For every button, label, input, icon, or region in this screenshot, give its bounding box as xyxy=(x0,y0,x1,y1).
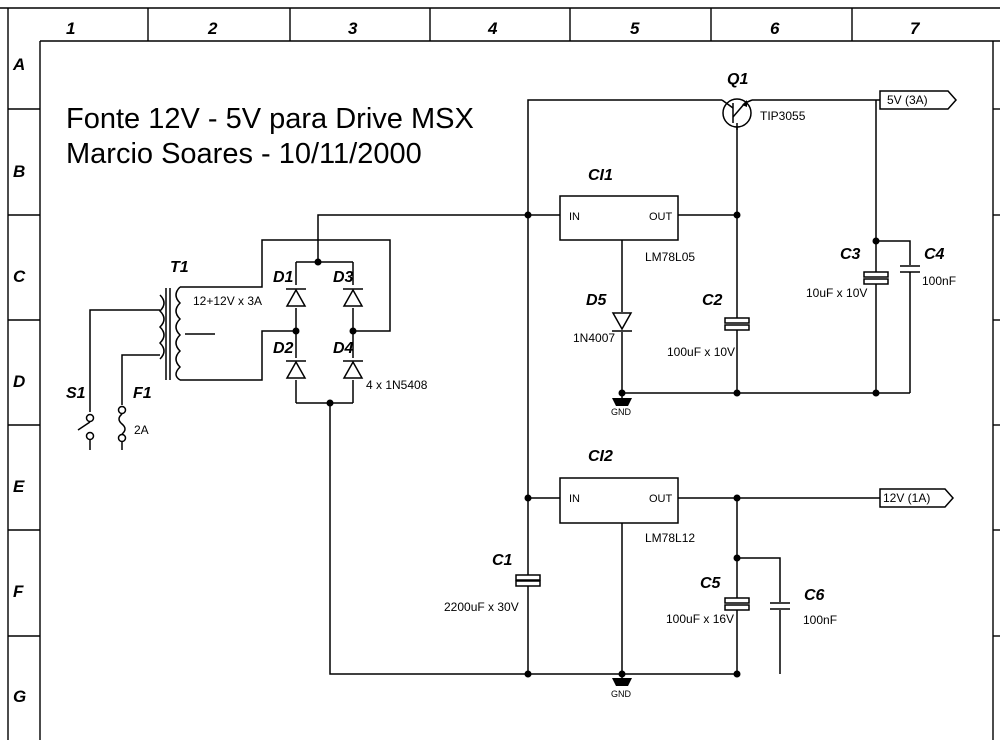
d3-ref: D3 xyxy=(333,269,354,286)
c4-ref: C4 xyxy=(924,246,945,263)
f1-ref: F1 xyxy=(133,385,152,402)
capacitor-c6: C6 100nF xyxy=(770,587,837,627)
col-label-6: 6 xyxy=(770,19,780,38)
diode-d2: D2 xyxy=(273,340,307,379)
column-labels: 1 2 3 4 5 6 7 xyxy=(66,19,921,38)
c1-value: 2200uF x 30V xyxy=(444,600,519,614)
row-label-g: G xyxy=(13,687,26,706)
q1-value: TIP3055 xyxy=(760,109,806,123)
col-label-5: 5 xyxy=(630,19,640,38)
d4-ref: D4 xyxy=(333,340,354,357)
col-label-1: 1 xyxy=(66,19,75,38)
c6-value: 100nF xyxy=(803,613,837,627)
diode-d3: D3 xyxy=(333,269,364,307)
gnd-label-1: GND xyxy=(611,407,632,417)
col-label-2: 2 xyxy=(207,19,218,38)
ci1-pin-out: OUT xyxy=(649,211,673,223)
output-5v-connector: 5V (3A) xyxy=(879,90,958,110)
c2-ref: C2 xyxy=(702,292,723,309)
fuse-f1: F1 2A xyxy=(117,385,152,450)
schematic-author-date: Marcio Soares - 10/11/2000 xyxy=(66,138,422,170)
d1-ref: D1 xyxy=(273,269,294,286)
ci1-ref: CI1 xyxy=(588,167,613,184)
ci2-pin-out: OUT xyxy=(649,493,673,505)
c3-value: 10uF x 10V xyxy=(806,286,867,300)
junction-dots xyxy=(292,211,880,678)
d5-ref: D5 xyxy=(586,292,608,309)
capacitor-c3: C3 10uF x 10V xyxy=(806,246,889,300)
row-label-a: A xyxy=(12,55,25,74)
c4-value: 100nF xyxy=(922,274,956,288)
row-label-c: C xyxy=(13,267,26,286)
capacitor-c5: C5 100uF x 16V xyxy=(666,575,750,626)
c5-value: 100uF x 16V xyxy=(666,612,734,626)
diode-d4: D4 xyxy=(333,340,364,379)
schematic-title: Fonte 12V - 5V para Drive MSX xyxy=(66,103,474,135)
col-label-3: 3 xyxy=(348,19,358,38)
row-label-b: B xyxy=(13,162,25,181)
gnd-label-2: GND xyxy=(611,689,632,699)
c2-value: 100uF x 10V xyxy=(667,345,735,359)
q1-ref: Q1 xyxy=(727,71,748,88)
row-label-e: E xyxy=(13,477,25,496)
diode-d1: D1 xyxy=(273,269,307,307)
ci2-value: LM78L12 xyxy=(645,531,695,545)
d2-ref: D2 xyxy=(273,340,294,357)
wires xyxy=(89,99,911,678)
c3-ref: C3 xyxy=(840,246,861,263)
ci1-pin-in: IN xyxy=(569,211,580,223)
ground-symbol-2: GND xyxy=(611,678,632,699)
c6-ref: C6 xyxy=(804,587,825,604)
switch-s1: S1 xyxy=(66,385,95,450)
f1-value: 2A xyxy=(134,423,149,437)
col-label-7: 7 xyxy=(910,19,921,38)
row-label-d: D xyxy=(13,372,25,391)
row-label-f: F xyxy=(13,582,24,601)
capacitor-c1: C1 2200uF x 30V xyxy=(444,552,541,614)
c5-ref: C5 xyxy=(700,575,722,592)
output-12v-label: 12V (1A) xyxy=(883,491,930,505)
output-5v-label: 5V (3A) xyxy=(887,93,928,107)
d5-value: 1N4007 xyxy=(573,331,615,345)
col-label-4: 4 xyxy=(487,19,498,38)
c1-ref: C1 xyxy=(492,552,513,569)
drawing-frame xyxy=(0,7,1000,740)
t1-ref: T1 xyxy=(170,259,189,276)
bridge-value: 4 x 1N5408 xyxy=(366,378,428,392)
transistor-q1: Q1 TIP3055 xyxy=(721,71,806,130)
t1-value: 12+12V x 3A xyxy=(193,294,262,308)
capacitor-c2: C2 100uF x 10V xyxy=(667,292,750,359)
diode-d5: D5 1N4007 xyxy=(573,292,633,345)
regulator-ci2: IN OUT CI2 LM78L12 xyxy=(559,448,695,545)
capacitor-c4: C4 100nF xyxy=(900,246,956,288)
ground-symbol-1: GND xyxy=(611,398,632,417)
ci2-pin-in: IN xyxy=(569,493,580,505)
ci1-value: LM78L05 xyxy=(645,250,695,264)
transformer-t1: T1 12+12V x 3A xyxy=(158,259,262,381)
output-12v-connector: 12V (1A) xyxy=(879,488,955,508)
regulator-ci1: IN OUT CI1 LM78L05 xyxy=(559,167,695,264)
s1-ref: S1 xyxy=(66,385,86,402)
ci2-ref: CI2 xyxy=(588,448,613,465)
row-labels: A B C D E F G xyxy=(12,55,26,706)
